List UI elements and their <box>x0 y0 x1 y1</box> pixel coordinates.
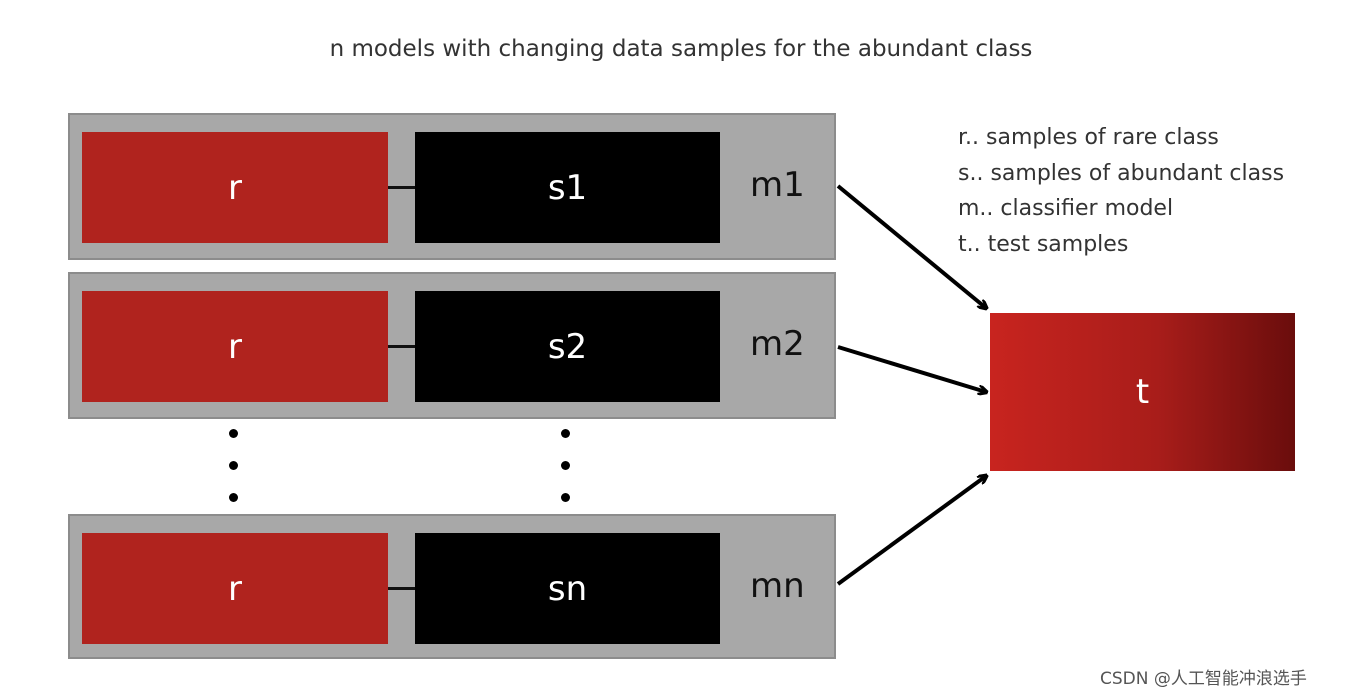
ellipsis-dot <box>561 493 570 502</box>
arrow-mn-to-t <box>836 476 986 586</box>
model-label-n: mn <box>750 566 805 606</box>
arrow-m1-to-t <box>836 184 986 308</box>
model-panel-1: r s1 m1 <box>68 113 836 260</box>
legend-item-t: t.. test samples <box>958 231 1129 257</box>
connector-1 <box>388 186 415 189</box>
ellipsis-dot <box>229 461 238 470</box>
legend-item-r: r.. samples of rare class <box>958 125 1219 150</box>
rare-samples-box-1: r <box>82 132 388 243</box>
legend-item-s: s.. samples of abundant class <box>958 160 1285 186</box>
test-samples-box: t <box>990 313 1295 471</box>
diagram-title: n models with changing data samples for … <box>329 36 1033 62</box>
abundant-samples-box-n: sn <box>415 533 720 644</box>
ellipsis-dot <box>561 429 570 438</box>
ellipsis-dot <box>561 461 570 470</box>
rare-samples-box-n: r <box>82 533 388 644</box>
model-panel-n: r sn mn <box>68 514 836 659</box>
connector-2 <box>388 345 415 348</box>
ellipsis-dot <box>229 429 238 438</box>
model-label-1: m1 <box>750 165 805 205</box>
watermark: CSDN @人工智能冲浪选手 <box>1100 669 1307 689</box>
abundant-samples-box-1: s1 <box>415 132 720 243</box>
ellipsis-dot <box>229 493 238 502</box>
connector-n <box>388 587 415 590</box>
arrow-m2-to-t <box>837 345 986 392</box>
model-label-2: m2 <box>750 324 805 364</box>
rare-samples-box-2: r <box>82 291 388 402</box>
model-panel-2: r s2 m2 <box>68 272 836 419</box>
legend: r.. samples of rare class s.. samples of… <box>958 120 1284 262</box>
abundant-samples-box-2: s2 <box>415 291 720 402</box>
legend-item-m: m.. classifier model <box>958 196 1174 221</box>
